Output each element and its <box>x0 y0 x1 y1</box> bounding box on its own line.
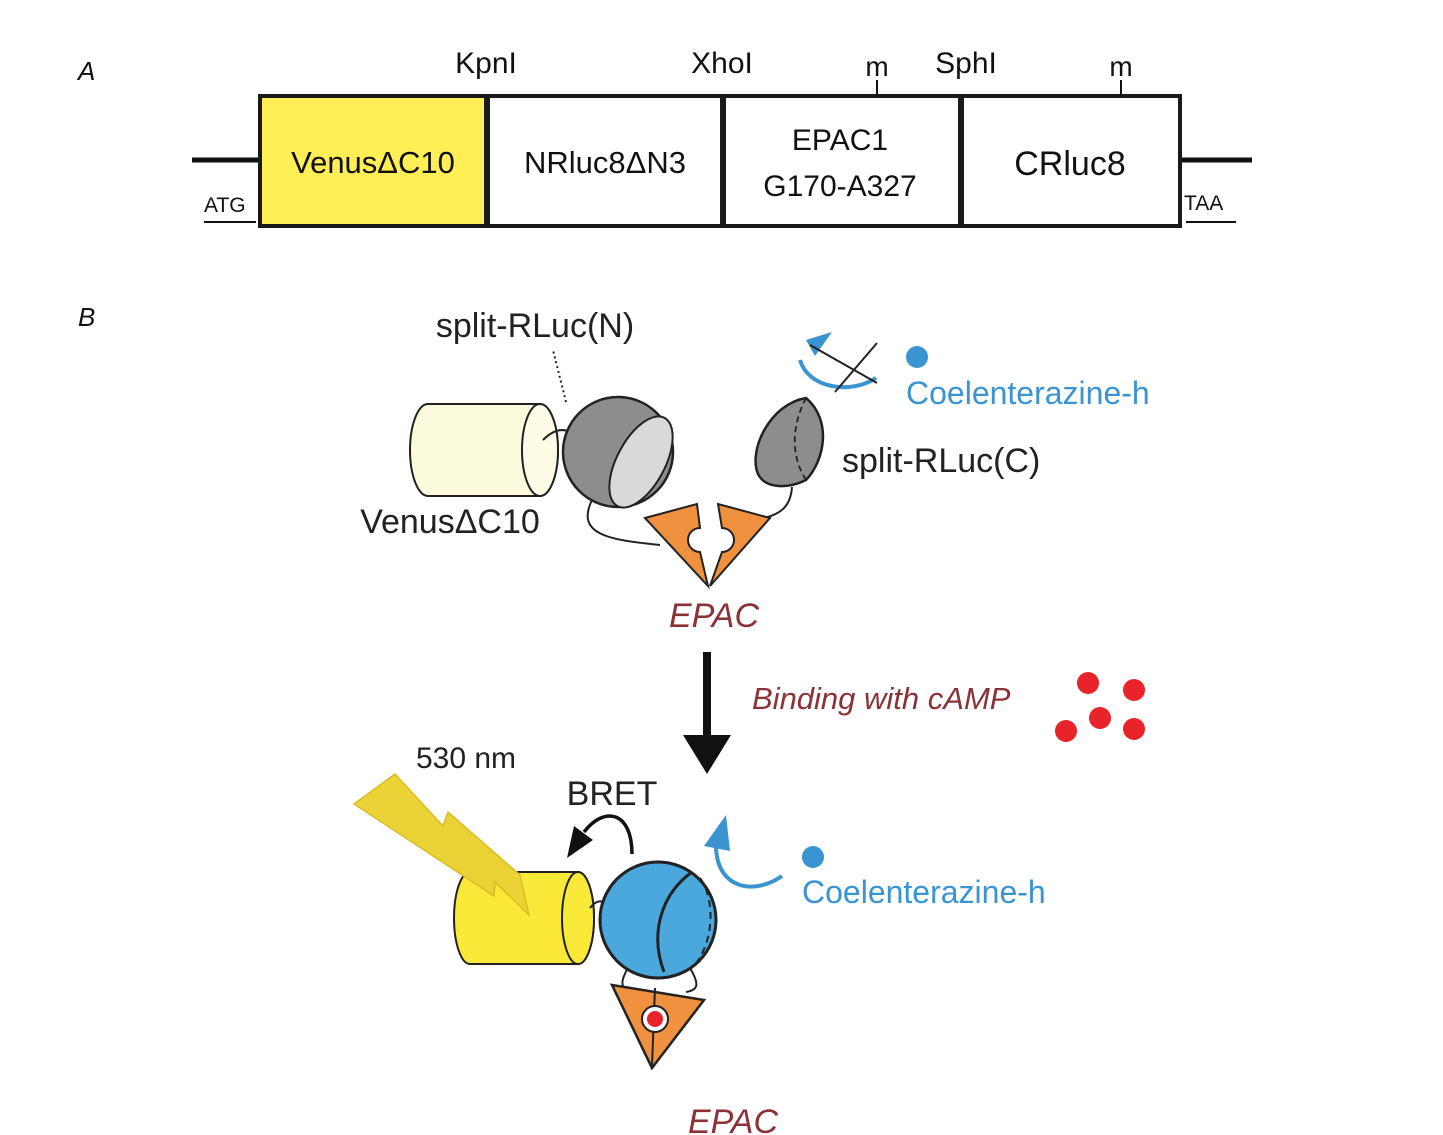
epac-segment-box <box>721 94 963 228</box>
substrate-label-bottom: Coelenterazine-h <box>802 874 1046 910</box>
split-rluc-n-label: split-RLuc(N) <box>436 307 634 345</box>
site-sphi-label: SphI <box>935 47 997 80</box>
site-m2-label: m <box>1109 51 1132 82</box>
panel-b-label: B <box>78 302 95 332</box>
bret-label: BRET <box>567 775 658 813</box>
substrate-dot-top <box>906 346 928 368</box>
split-rluc-c-shape <box>754 396 825 488</box>
stop-codon-label: TAA <box>1184 192 1223 215</box>
site-m1-label: m <box>865 51 888 82</box>
camp-dot-5 <box>1123 718 1145 740</box>
panel-b: B <box>78 302 1150 1135</box>
epac-segment-label-line2: G170-A327 <box>763 170 916 203</box>
transition-arrow-shaft <box>703 652 711 747</box>
transition: Binding with cAMP <box>683 652 1145 774</box>
unbound-state: split-RLuc(N) split-RLuc(C) VenusΔC10 Co… <box>360 307 1150 635</box>
linker-nrluc-epac <box>586 499 661 546</box>
camp-dot-4 <box>1055 720 1077 742</box>
block-cross-line-1 <box>809 344 878 384</box>
venus-segment-label: VenusΔC10 <box>291 145 455 180</box>
epac-segment-label-line1: EPAC1 <box>792 124 888 157</box>
substrate-active-arrow <box>704 815 784 889</box>
transition-arrow-head <box>683 735 731 774</box>
linker-right-bottom <box>685 967 698 993</box>
crluc-segment-label: CRluc8 <box>1014 145 1125 183</box>
substrate-blocked-arrow <box>798 332 878 393</box>
lightning-bolt-icon <box>352 772 531 918</box>
site-kpni-label: KpnI <box>455 47 517 80</box>
venus-cylinder-bright <box>453 871 595 965</box>
epac-label-top: EPAC <box>669 597 760 635</box>
site-xhoi-label: XhoI <box>691 47 753 80</box>
start-codon-label: ATG <box>204 194 246 217</box>
camp-dot-2 <box>1123 679 1145 701</box>
linker-crluc-epac <box>759 486 793 521</box>
split-rluc-c-label: split-RLuc(C) <box>842 442 1040 480</box>
split-rluc-n-shape <box>561 395 675 509</box>
bret-arrow <box>567 814 634 858</box>
bound-camp-dot <box>647 1011 663 1027</box>
substrate-dot-bottom <box>802 846 824 868</box>
camp-dot-3 <box>1089 707 1111 729</box>
nrluc-segment-label: NRluc8ΔN3 <box>524 145 686 180</box>
emission-label: 530 nm <box>416 742 516 775</box>
panel-a-label: A <box>76 56 95 86</box>
venus-label-top: VenusΔC10 <box>360 503 540 541</box>
block-cross-line-2 <box>834 342 878 393</box>
bound-state: 530 nm BRET Coelenterazine-h EPAC <box>352 742 1046 1135</box>
split-rluc-n-pointer <box>552 349 567 403</box>
epac-open-shape <box>643 502 772 590</box>
transition-label: Binding with cAMP <box>752 681 1011 716</box>
reconstituted-rluc-shape <box>598 860 718 980</box>
epac-closed-shape <box>609 983 707 1071</box>
camp-dot-1 <box>1077 672 1099 694</box>
substrate-label-top: Coelenterazine-h <box>906 375 1150 411</box>
camp-dots <box>1055 672 1145 742</box>
nrluc-segment-box <box>485 94 725 228</box>
epac-label-bottom: EPAC <box>688 1103 779 1135</box>
venus-cylinder-pale <box>409 403 559 497</box>
panel-a: A KpnI XhoI SphI m m VenusΔC10 NRluc8ΔN3… <box>76 47 1252 228</box>
